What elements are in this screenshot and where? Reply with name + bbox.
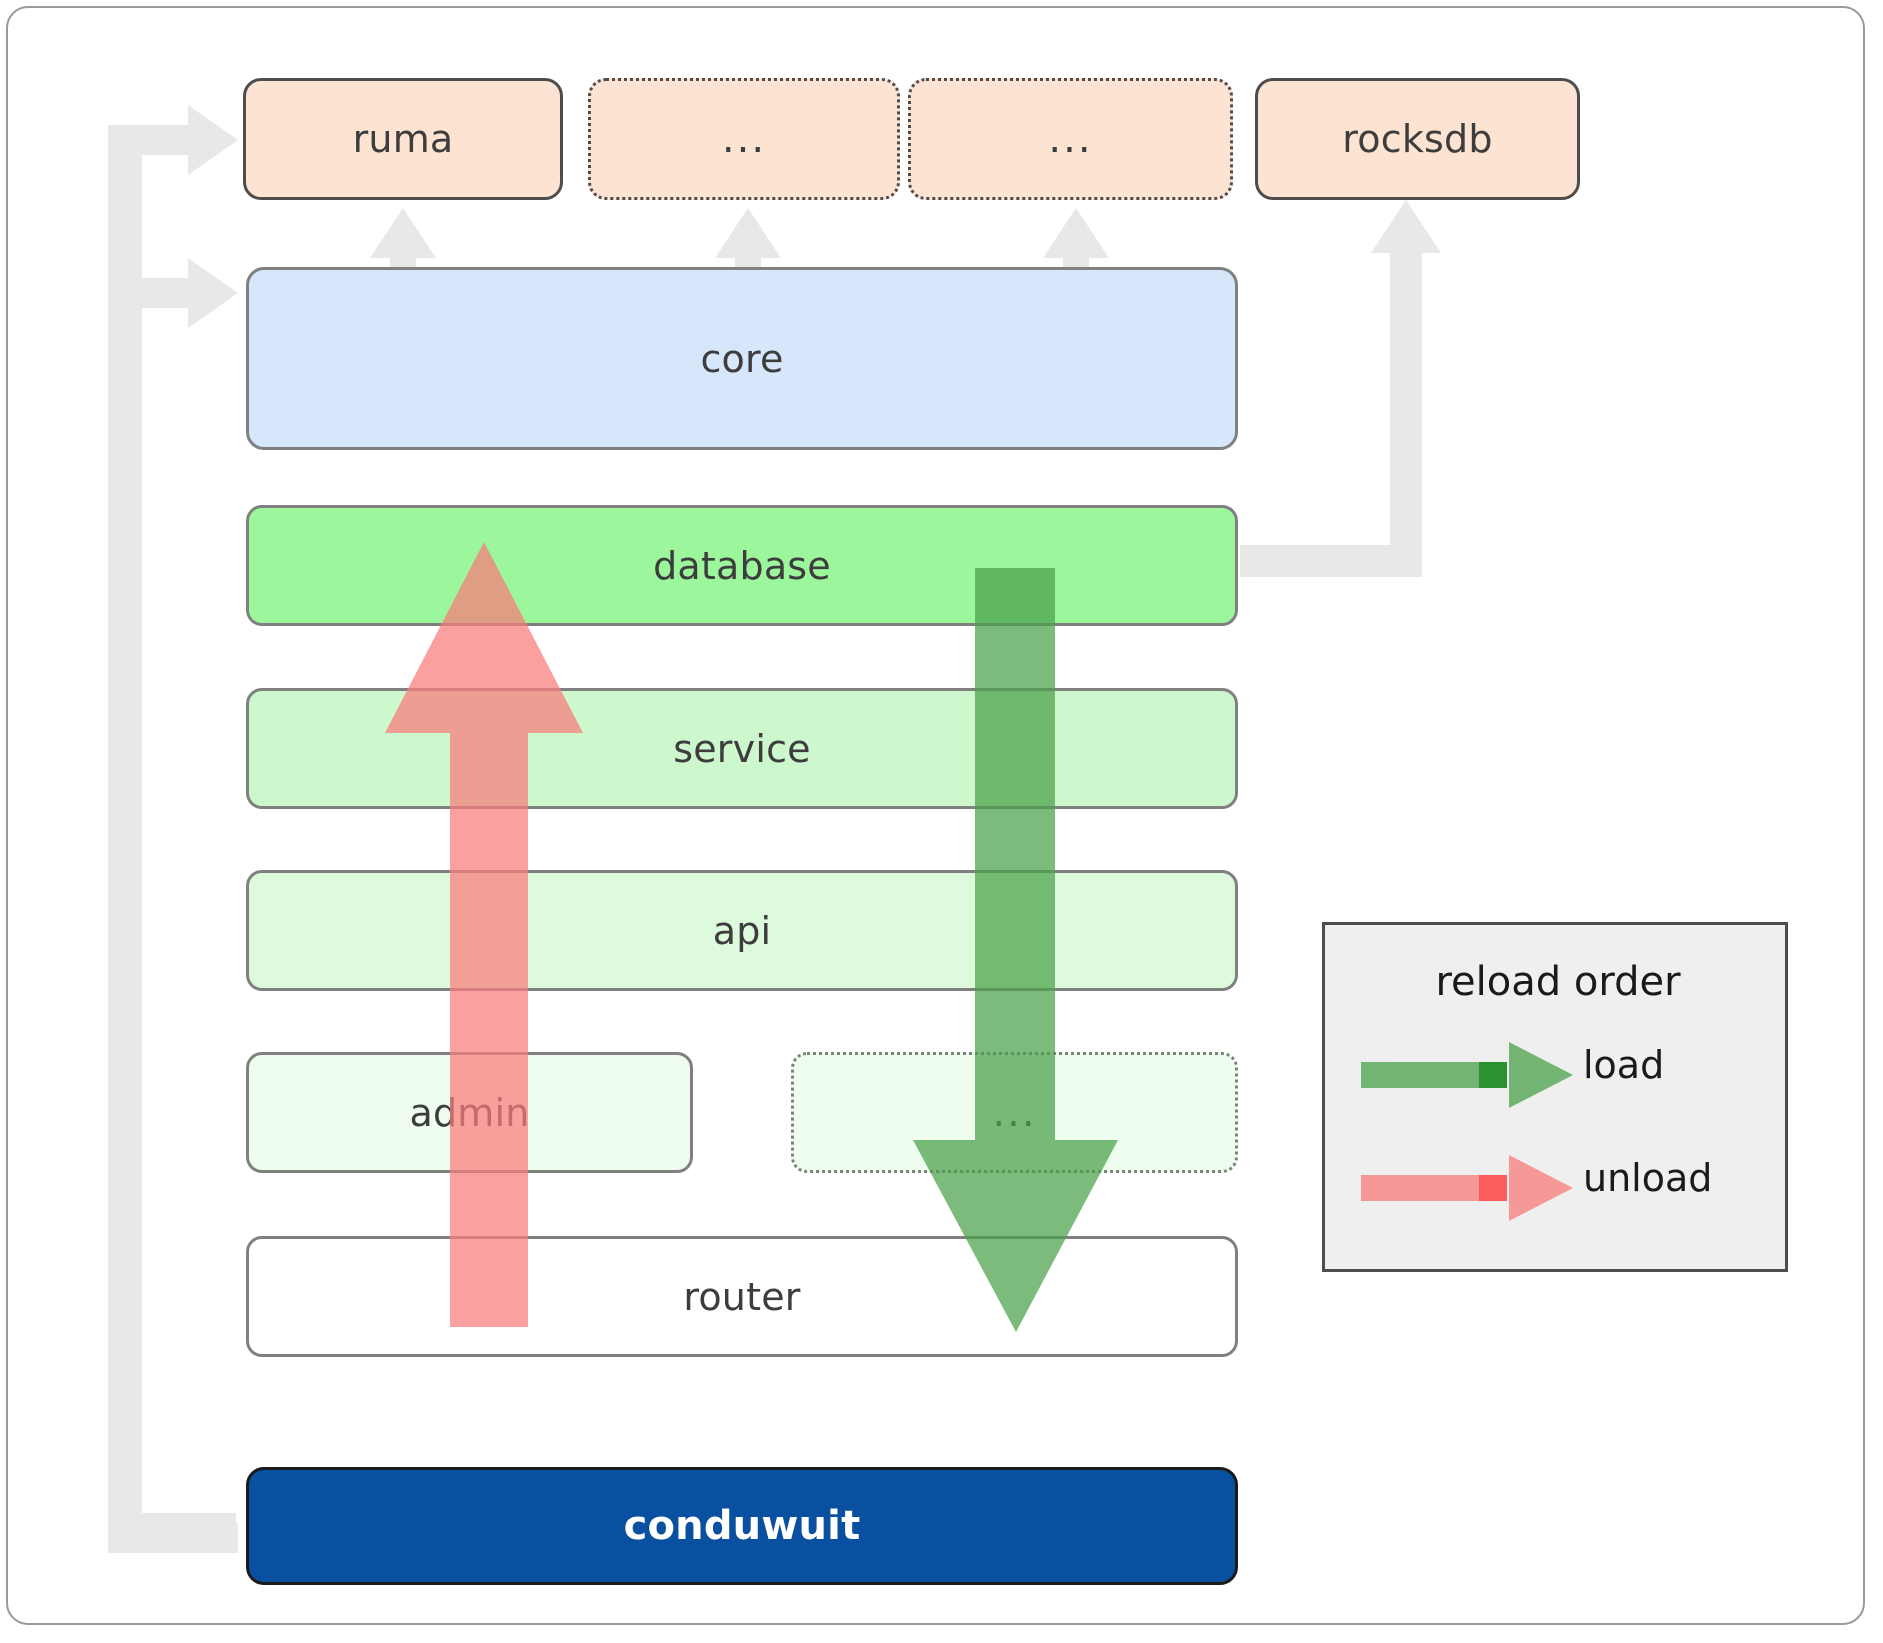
node-core-label: core <box>700 336 784 381</box>
link-branch-ruma-shaft <box>108 125 198 155</box>
load-flow-arrow <box>913 568 1118 1332</box>
node-router-label: router <box>683 1274 801 1319</box>
node-dep-2[interactable]: ... <box>588 78 900 200</box>
link-trunk-vertical <box>108 130 142 1553</box>
legend-title: reload order <box>1435 959 1681 1005</box>
link-db-rocksdb-vertical <box>1390 250 1422 560</box>
node-core[interactable]: core <box>246 267 1238 450</box>
node-api-label: api <box>712 908 772 953</box>
link-db-rocksdb-head <box>1371 200 1441 253</box>
node-rocksdb[interactable]: rocksdb <box>1255 78 1580 200</box>
link-foot-conduwuit <box>108 1523 238 1553</box>
node-ruma-label: ruma <box>352 117 454 161</box>
link-core-dep3-head <box>1043 208 1109 258</box>
legend-unload-label: unload <box>1583 1156 1713 1200</box>
legend-load-arrow-icon <box>1361 1042 1573 1108</box>
node-router[interactable]: router <box>246 1236 1238 1357</box>
node-ruma[interactable]: ruma <box>243 78 563 200</box>
link-core-dep2-head <box>715 208 781 258</box>
link-core-ruma-head <box>370 208 436 258</box>
node-service-label: service <box>673 726 811 771</box>
link-branch-core-head <box>188 258 238 328</box>
node-database[interactable]: database <box>246 505 1238 626</box>
node-database-label: database <box>653 543 831 588</box>
legend-unload-arrow-icon <box>1361 1155 1573 1221</box>
node-conduwuit[interactable]: conduwuit <box>246 1467 1238 1585</box>
link-branch-core-shaft <box>108 278 198 308</box>
node-api[interactable]: api <box>246 870 1238 991</box>
unload-flow-arrow <box>385 542 583 1327</box>
legend-panel: reload order load unload <box>1322 922 1788 1272</box>
node-rocksdb-label: rocksdb <box>1342 117 1493 161</box>
legend-load-label: load <box>1583 1043 1665 1087</box>
node-conduwuit-label: conduwuit <box>623 1503 861 1549</box>
node-dep-3[interactable]: ... <box>908 78 1233 200</box>
link-branch-ruma-head <box>188 105 238 175</box>
